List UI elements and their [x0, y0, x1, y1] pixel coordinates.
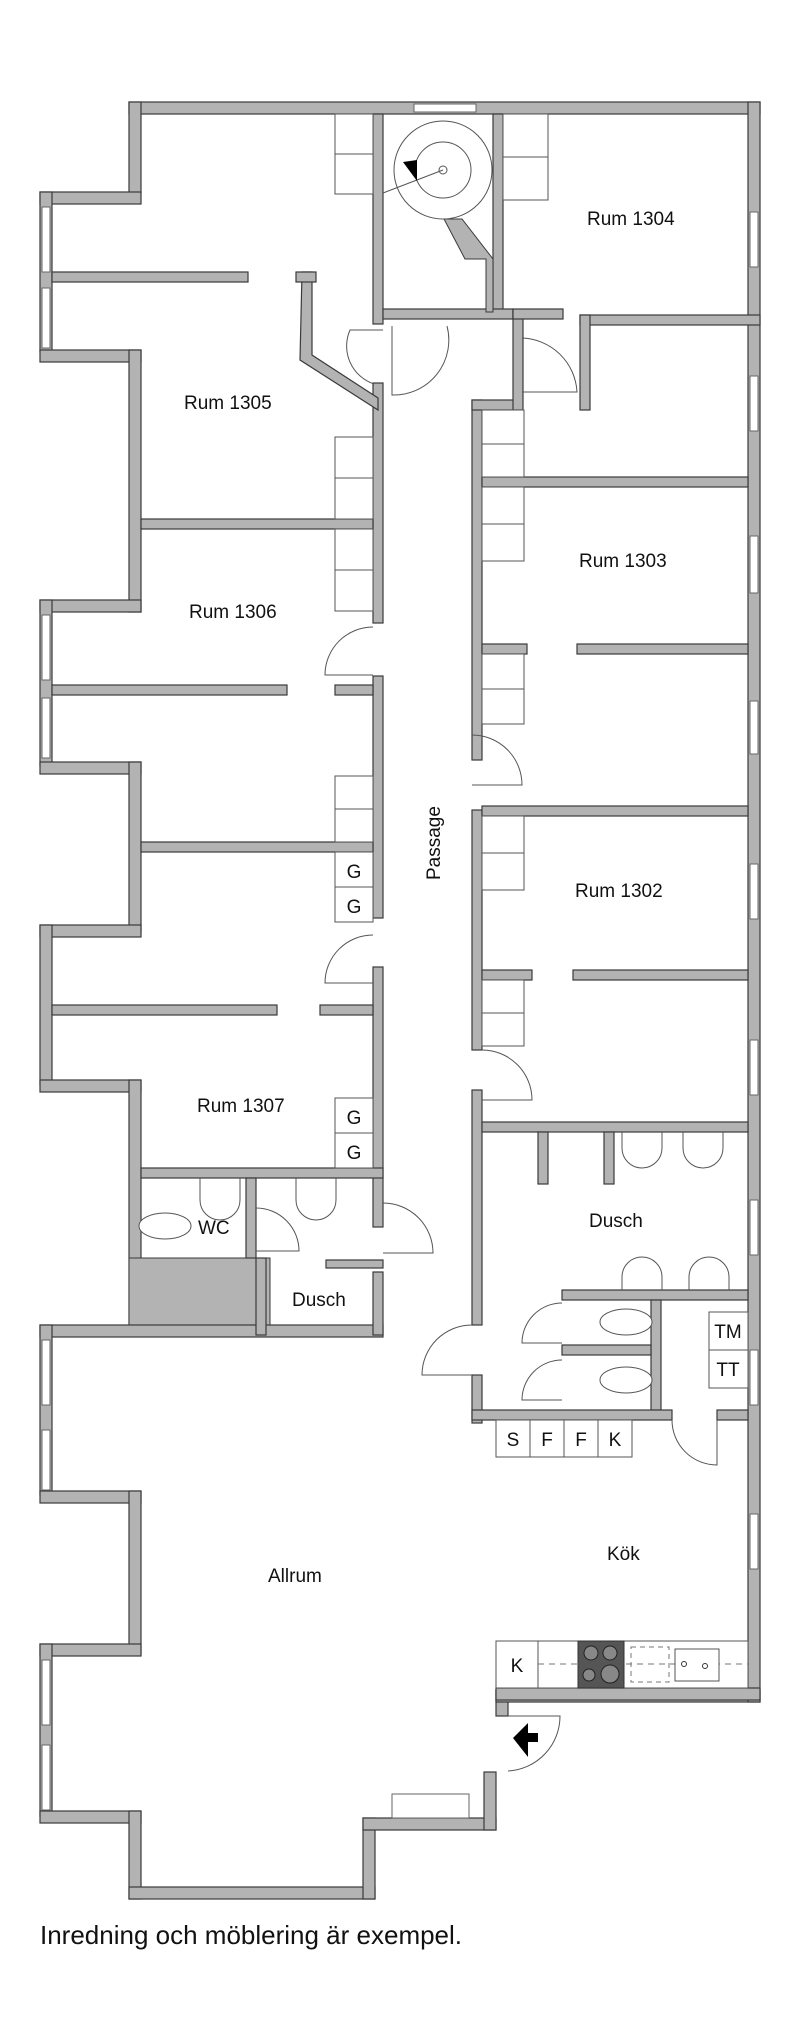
label-rum-1304: Rum 1304 [587, 209, 675, 230]
svg-text:G: G [347, 862, 362, 883]
g-cabinets [334, 851, 374, 1169]
windows [41, 103, 759, 1819]
svg-text:TM: TM [714, 1322, 741, 1343]
svg-text:G: G [347, 1143, 362, 1164]
label-dusch-large: Dusch [589, 1211, 643, 1232]
room-labels: Rum 1305 Rum 1306 Rum 1307 Rum 1304 Rum … [184, 209, 675, 1587]
sink [674, 1648, 720, 1682]
label-passage: Passage [424, 806, 445, 880]
label-rum-1302: Rum 1302 [575, 881, 663, 902]
svg-text:TT: TT [716, 1360, 740, 1381]
doors [255, 325, 718, 1772]
svg-text:K: K [511, 1656, 524, 1677]
outer-walls [39, 101, 761, 1900]
sanitary [138, 1132, 730, 1394]
disclaimer-note: Inredning och möblering är exempel. [40, 1920, 463, 1950]
spiral-stair [382, 120, 493, 220]
kitchen-counter [495, 1640, 749, 1689]
kitchen-storage [495, 1419, 633, 1458]
svg-text:S: S [507, 1430, 520, 1451]
stair-direction-icon [403, 160, 417, 181]
svg-text:F: F [541, 1430, 553, 1451]
room-dividers [51, 271, 761, 1421]
fixture-labels: G G G G TM TT S F F K K [347, 862, 742, 1677]
kitchen-wall [495, 1687, 761, 1701]
label-dusch-small: Dusch [292, 1290, 346, 1311]
svg-text:F: F [575, 1430, 587, 1451]
wardrobes [334, 113, 549, 1047]
svg-text:G: G [347, 1108, 362, 1129]
passage-walls [295, 113, 564, 1424]
label-wc: WC [198, 1218, 230, 1239]
svg-text:K: K [609, 1430, 622, 1451]
label-rum-1307: Rum 1307 [197, 1096, 285, 1117]
label-rum-1303: Rum 1303 [579, 551, 667, 572]
svg-text:G: G [347, 897, 362, 918]
laundry-units [708, 1311, 749, 1389]
stove [577, 1640, 625, 1689]
label-rum-1305: Rum 1305 [184, 393, 272, 414]
label-rum-1306: Rum 1306 [189, 602, 277, 623]
label-kok: Kök [607, 1544, 640, 1565]
entrance-arrow-icon [513, 1723, 538, 1757]
label-allrum: Allrum [268, 1566, 322, 1587]
